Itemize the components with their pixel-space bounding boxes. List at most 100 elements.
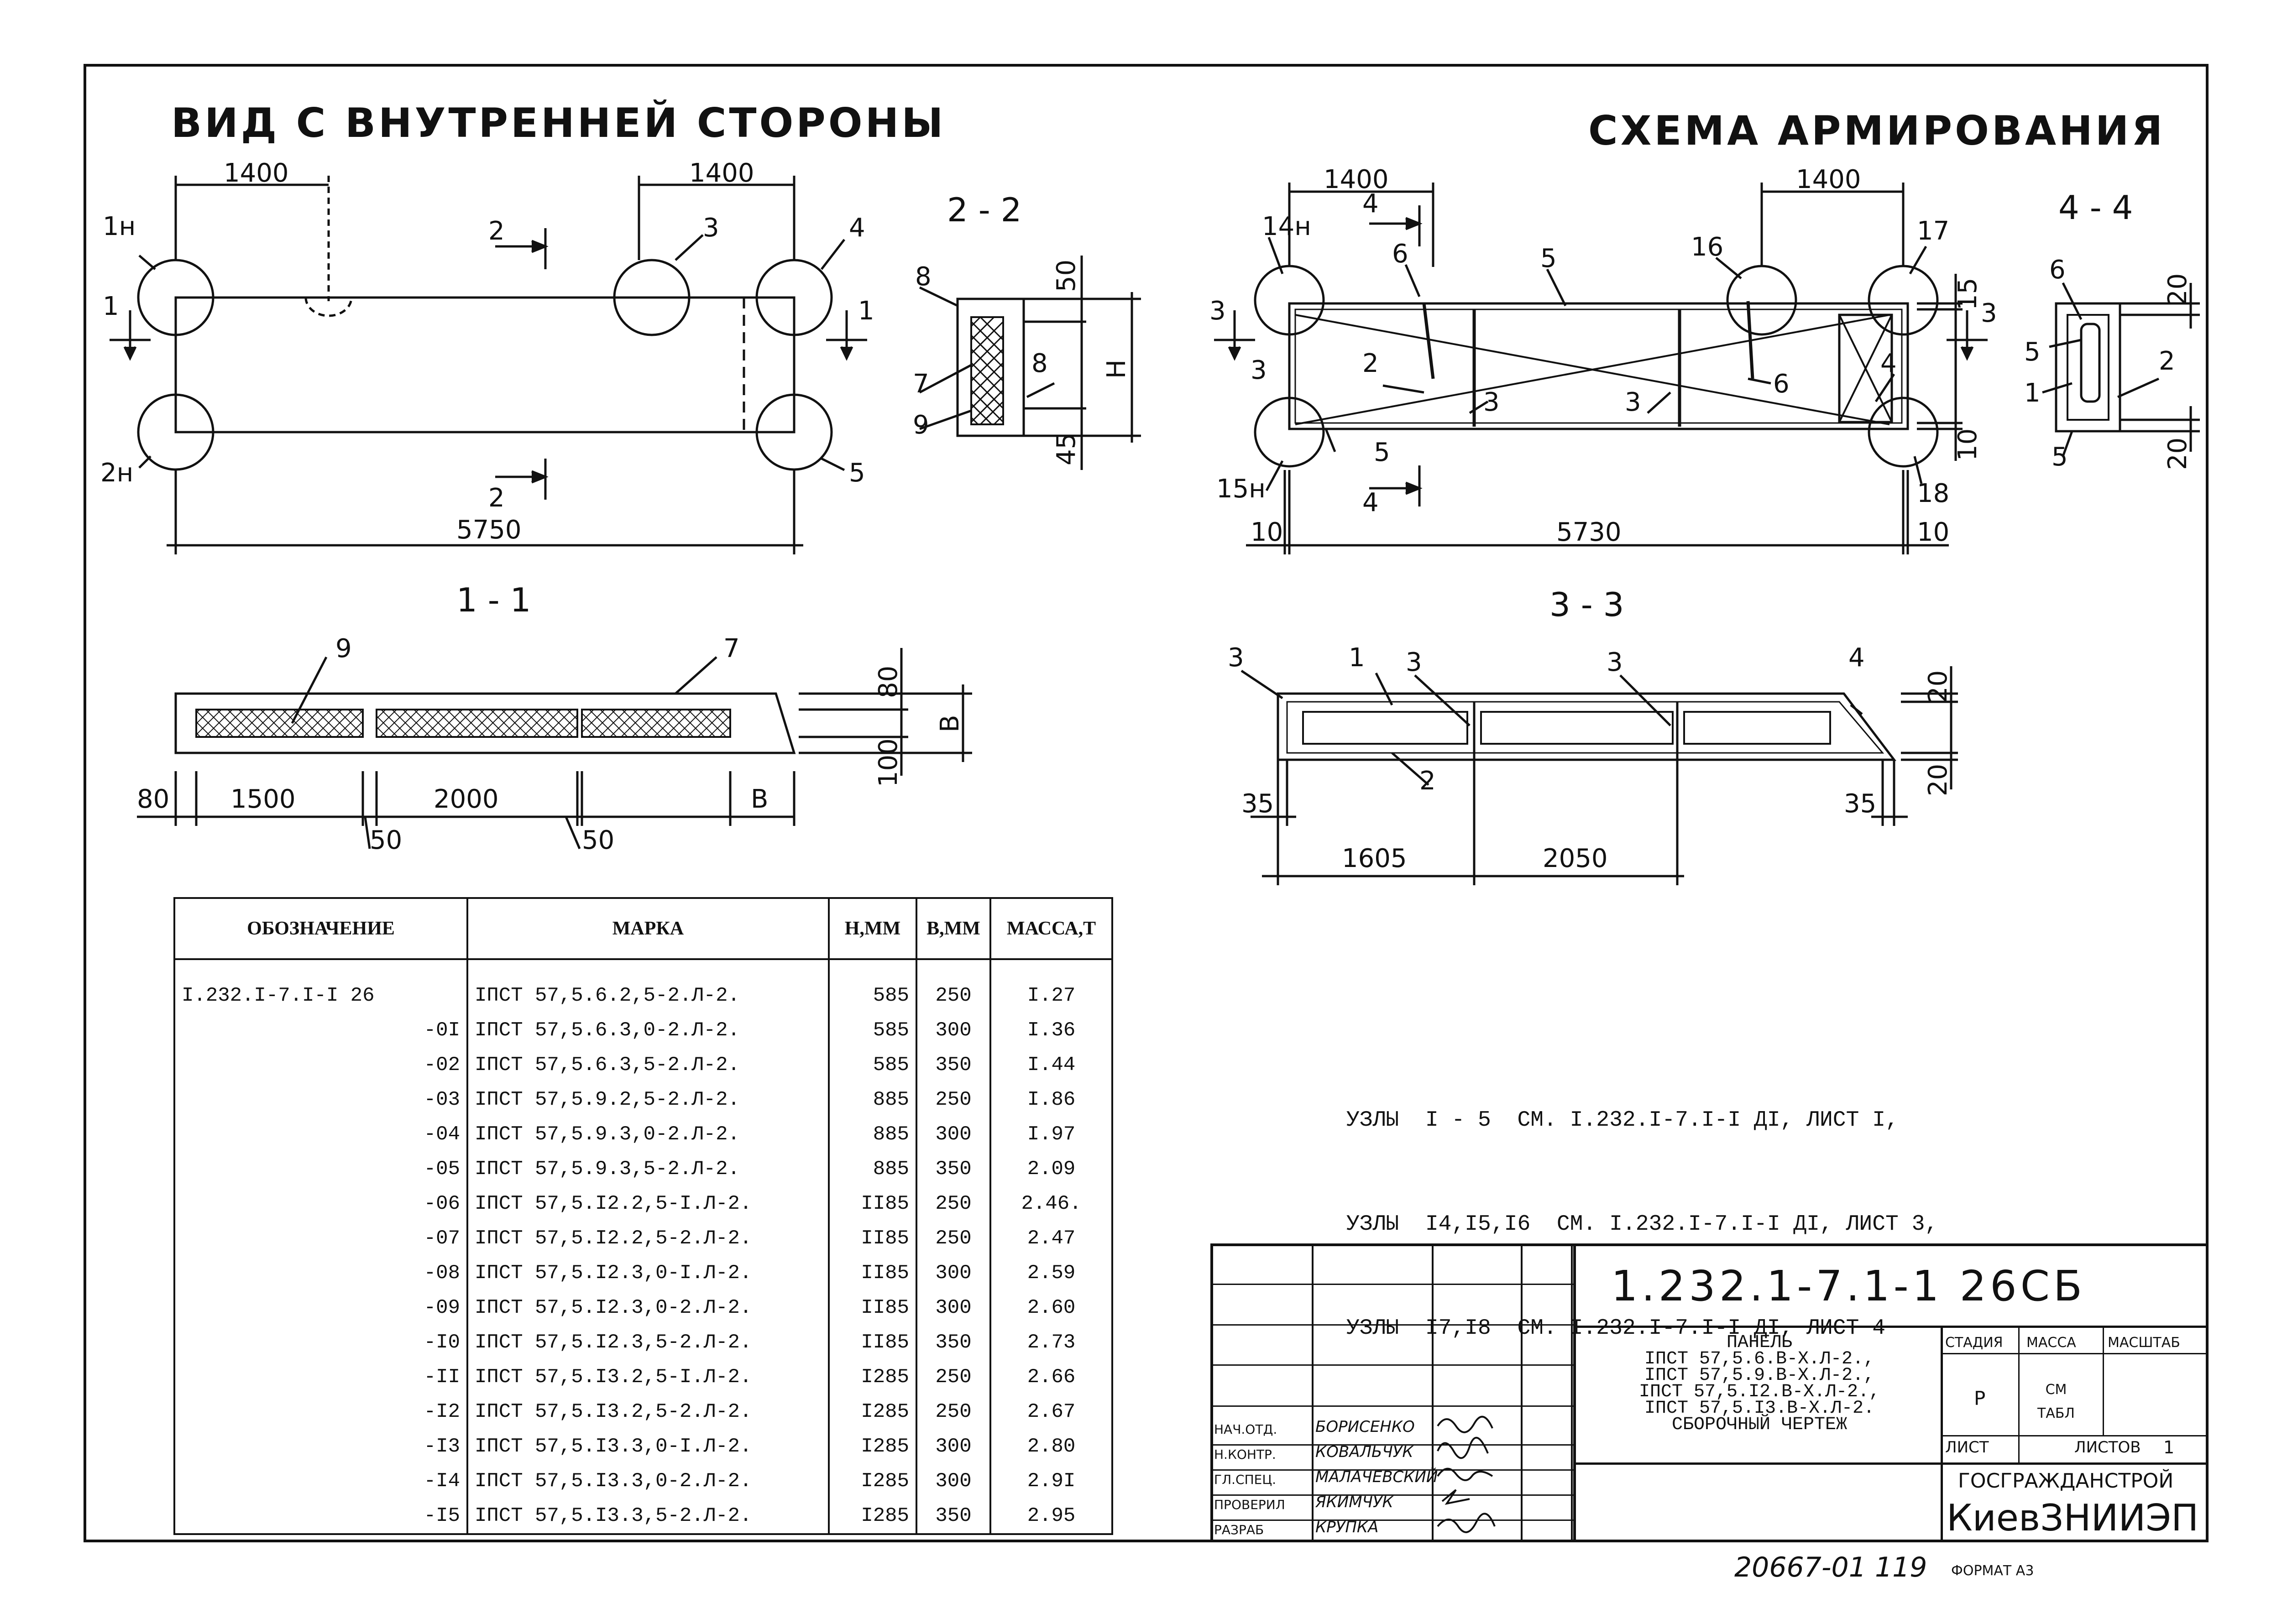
title-left: ВИД С ВНУТРЕННЕЙ СТОРОНЫ	[171, 99, 946, 146]
rebar-bar-6-left: 6	[1392, 239, 1408, 269]
cell-h: 585	[828, 1048, 917, 1082]
description-block: ПАНЕЛЬ IПСТ 57,5.6.В-Х.Л-2., IПСТ 57,5.9…	[1600, 1334, 1919, 1435]
cell-designation: -I4	[173, 1464, 468, 1499]
header-designation: ОБОЗНАЧЕНИЕ	[173, 897, 468, 960]
cell-mark: IПСТ 57,5.6.3,0-2.Л-2.	[466, 1013, 830, 1048]
cell-b: 250	[916, 1360, 991, 1394]
cell-b: 250	[916, 1082, 991, 1117]
cell-mark: IПСТ 57,5.I3.3,0-2.Л-2.	[466, 1464, 830, 1499]
section-2-2-text: 2 - 2 8 7 9 8 50 Н 45	[913, 191, 1131, 465]
s11-dim-2000: 2000	[434, 784, 499, 814]
s44-label-5-bottom: 5	[2052, 442, 2068, 472]
desc-line: IПСТ 57,5.I2.В-Х.Л-2.,	[1638, 1382, 1880, 1402]
mass-header: МАССА	[2026, 1335, 2076, 1351]
rebar-dim-5730: 5730	[1556, 517, 1622, 547]
rebar-bar-3-a: 3	[1483, 387, 1500, 417]
cell-h: I285	[828, 1499, 917, 1535]
cell-mark: IПСТ 57,5.I3.2,5-I.Л-2.	[466, 1360, 830, 1394]
signature	[1437, 1415, 1493, 1433]
desc-line: IПСТ 57,5.9.В-Х.Л-2.,	[1644, 1365, 1875, 1386]
role-label: ПРОВЕРИЛ	[1214, 1497, 1285, 1512]
rebar-dim-1400-left: 1400	[1324, 165, 1389, 194]
cell-designation: -I2	[173, 1394, 468, 1429]
s44-dim-20-top: 20	[2163, 273, 2193, 306]
cell-b: 300	[916, 1464, 991, 1499]
s22-label-8-top: 8	[915, 262, 932, 292]
role-label: Н.КОНТР.	[1214, 1447, 1276, 1462]
cell-mass: 2.60	[989, 1290, 1113, 1325]
s11-dim-100: 100	[874, 738, 903, 787]
drawing-code: 1.232.1-7.1-1 26СБ	[1611, 1262, 2086, 1311]
rebar-node-14n: 14н	[1262, 212, 1311, 241]
stage-header: СТАДИЯ	[1945, 1335, 2003, 1351]
scale-header: МАСШТАБ	[2108, 1335, 2180, 1351]
rebar-bar-2: 2	[1362, 349, 1379, 378]
node-label-2n: 2н	[100, 458, 133, 488]
signature	[1441, 1489, 1470, 1505]
dim-1400-right: 1400	[689, 158, 754, 188]
section-4-4-text: 4 - 4 6 5 1 2 5 20 20	[2024, 188, 2193, 472]
s11-label-7: 7	[723, 634, 740, 663]
dim-5750: 5750	[456, 515, 522, 545]
person-name: БОРИСЕНКО	[1315, 1418, 1415, 1436]
note-line: УЗЛЫ I4,I5,I6 СМ. I.232.I-7.I-I ДI, ЛИСТ…	[1346, 1212, 1938, 1237]
roles-column: НАЧ.ОТД. Н.КОНТР. ГЛ.СПЕЦ. ПРОВЕРИЛ РАЗР…	[1214, 1417, 1285, 1542]
desc-line: СБОРОЧНЫЙ ЧЕРТЕЖ	[1671, 1415, 1848, 1435]
s33-label-2: 2	[1419, 766, 1436, 796]
rebar-node-16: 16	[1691, 232, 1723, 262]
cut-label-2-top: 2	[488, 216, 505, 246]
cell-mass: I.36	[989, 1013, 1113, 1048]
rebar-bar-5-top: 5	[1540, 244, 1557, 273]
mass-value: СМ ТАБЛ	[2037, 1382, 2075, 1421]
cell-mass: 2.73	[989, 1325, 1113, 1360]
cell-b: 300	[916, 1256, 991, 1290]
rebar-bar-5-bottom: 5	[1374, 438, 1390, 467]
specification-table: ОБОЗНАЧЕНИЕ МАРКА Н,ММ В,ММ МАССА,Т I.23…	[173, 897, 1113, 1535]
section-1-1-title: 1 - 1	[456, 581, 531, 619]
node-label-1n: 1н	[103, 212, 136, 241]
s33-dim-35-right: 35	[1844, 789, 1876, 819]
inside-view	[110, 176, 867, 554]
cell-h: II85	[828, 1290, 917, 1325]
dim-1400-left: 1400	[224, 158, 289, 188]
cell-h: I285	[828, 1360, 917, 1394]
s44-label-5-top: 5	[2024, 337, 2041, 367]
header-mass: МАССА,Т	[989, 897, 1113, 960]
cell-designation: -I5	[173, 1499, 468, 1535]
table-header-row: ОБОЗНАЧЕНИЕ МАРКА Н,ММ В,ММ МАССА,Т	[173, 897, 1113, 960]
role-label: ГЛ.СПЕЦ.	[1214, 1472, 1276, 1487]
cut-label-1-left: 1	[103, 292, 119, 321]
notes-block: УЗЛЫ I - 5 СМ. I.232.I-7.I-I ДI, ЛИСТ I,…	[1346, 1034, 1938, 1380]
cell-b: 350	[916, 1499, 991, 1535]
section-1-1	[137, 648, 972, 849]
rebar-dim-15: 15	[1953, 278, 1983, 310]
s33-dim-35-left: 35	[1241, 789, 1274, 819]
rebar-node-18: 18	[1917, 479, 1949, 508]
s11-dim-1500: 1500	[230, 784, 296, 814]
cell-b: 300	[916, 1290, 991, 1325]
s33-dim-1605: 1605	[1342, 844, 1407, 873]
cell-b: 250	[916, 1221, 991, 1256]
rebar-scheme	[1214, 183, 1988, 554]
cell-mass: 2.59	[989, 1256, 1113, 1290]
s11-dim-b-right: В	[935, 715, 965, 732]
s44-dim-20-bottom: 20	[2163, 438, 2193, 470]
cell-h: 885	[828, 1082, 917, 1117]
cell-h: II85	[828, 1221, 917, 1256]
rebar-dim-1400-right: 1400	[1796, 165, 1861, 194]
s11-dim-b: В	[751, 784, 768, 814]
cell-mass: 2.09	[989, 1152, 1113, 1186]
header-mark: МАРКА	[466, 897, 830, 960]
s44-label-1: 1	[2024, 378, 2041, 408]
cell-designation: I.232.I-7.I-I 26	[173, 959, 468, 1013]
rebar-dim-10-left: 10	[1251, 517, 1283, 547]
cell-designation: -07	[173, 1221, 468, 1256]
person-name: ЯКИМЧУК	[1315, 1493, 1393, 1511]
node-circle	[137, 393, 215, 471]
cell-mass: I.86	[989, 1082, 1113, 1117]
cell-mass: 2.9I	[989, 1464, 1113, 1499]
